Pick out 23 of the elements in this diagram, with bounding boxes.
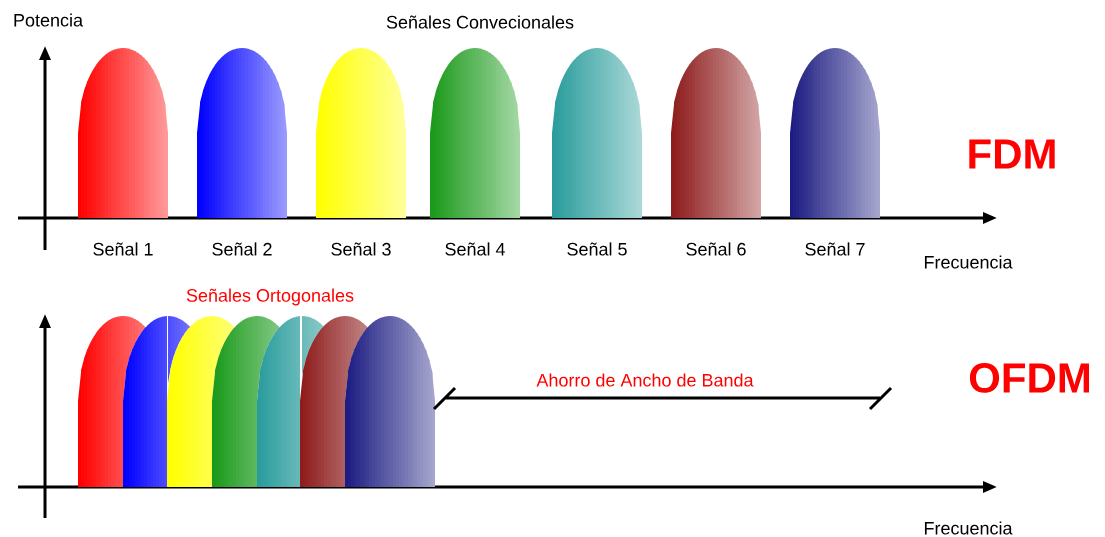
axis-label: Potencia <box>14 13 83 27</box>
signal-pulse <box>430 48 520 218</box>
axis-label: Frecuencia <box>924 521 1013 535</box>
signal-label: Señal 4 <box>445 242 505 256</box>
signal-label: Señal 3 <box>331 242 391 256</box>
signal-label: Señal 1 <box>93 242 153 256</box>
signal-pulse <box>345 316 435 487</box>
signal-pulse <box>197 48 287 218</box>
signal-label: Señal 2 <box>212 242 272 256</box>
signal-label: Señal 5 <box>567 242 627 256</box>
signal-label: Señal 7 <box>805 242 865 256</box>
subtitle: Señales Ortogonales <box>186 288 354 306</box>
signal-label: Señal 6 <box>686 242 746 256</box>
title: Señales Convecionales <box>386 15 574 29</box>
signal-pulse <box>316 48 406 218</box>
axis-label: Frecuencia <box>924 255 1013 269</box>
signal-pulse <box>790 48 880 218</box>
signal-pulse <box>552 48 642 218</box>
signal-pulse <box>78 48 168 218</box>
heading: OFDM <box>969 363 1090 393</box>
dimension-label: Ahorro de Ancho de Banda <box>536 373 754 387</box>
signal-pulse <box>671 48 761 218</box>
heading: FDM <box>969 139 1055 169</box>
